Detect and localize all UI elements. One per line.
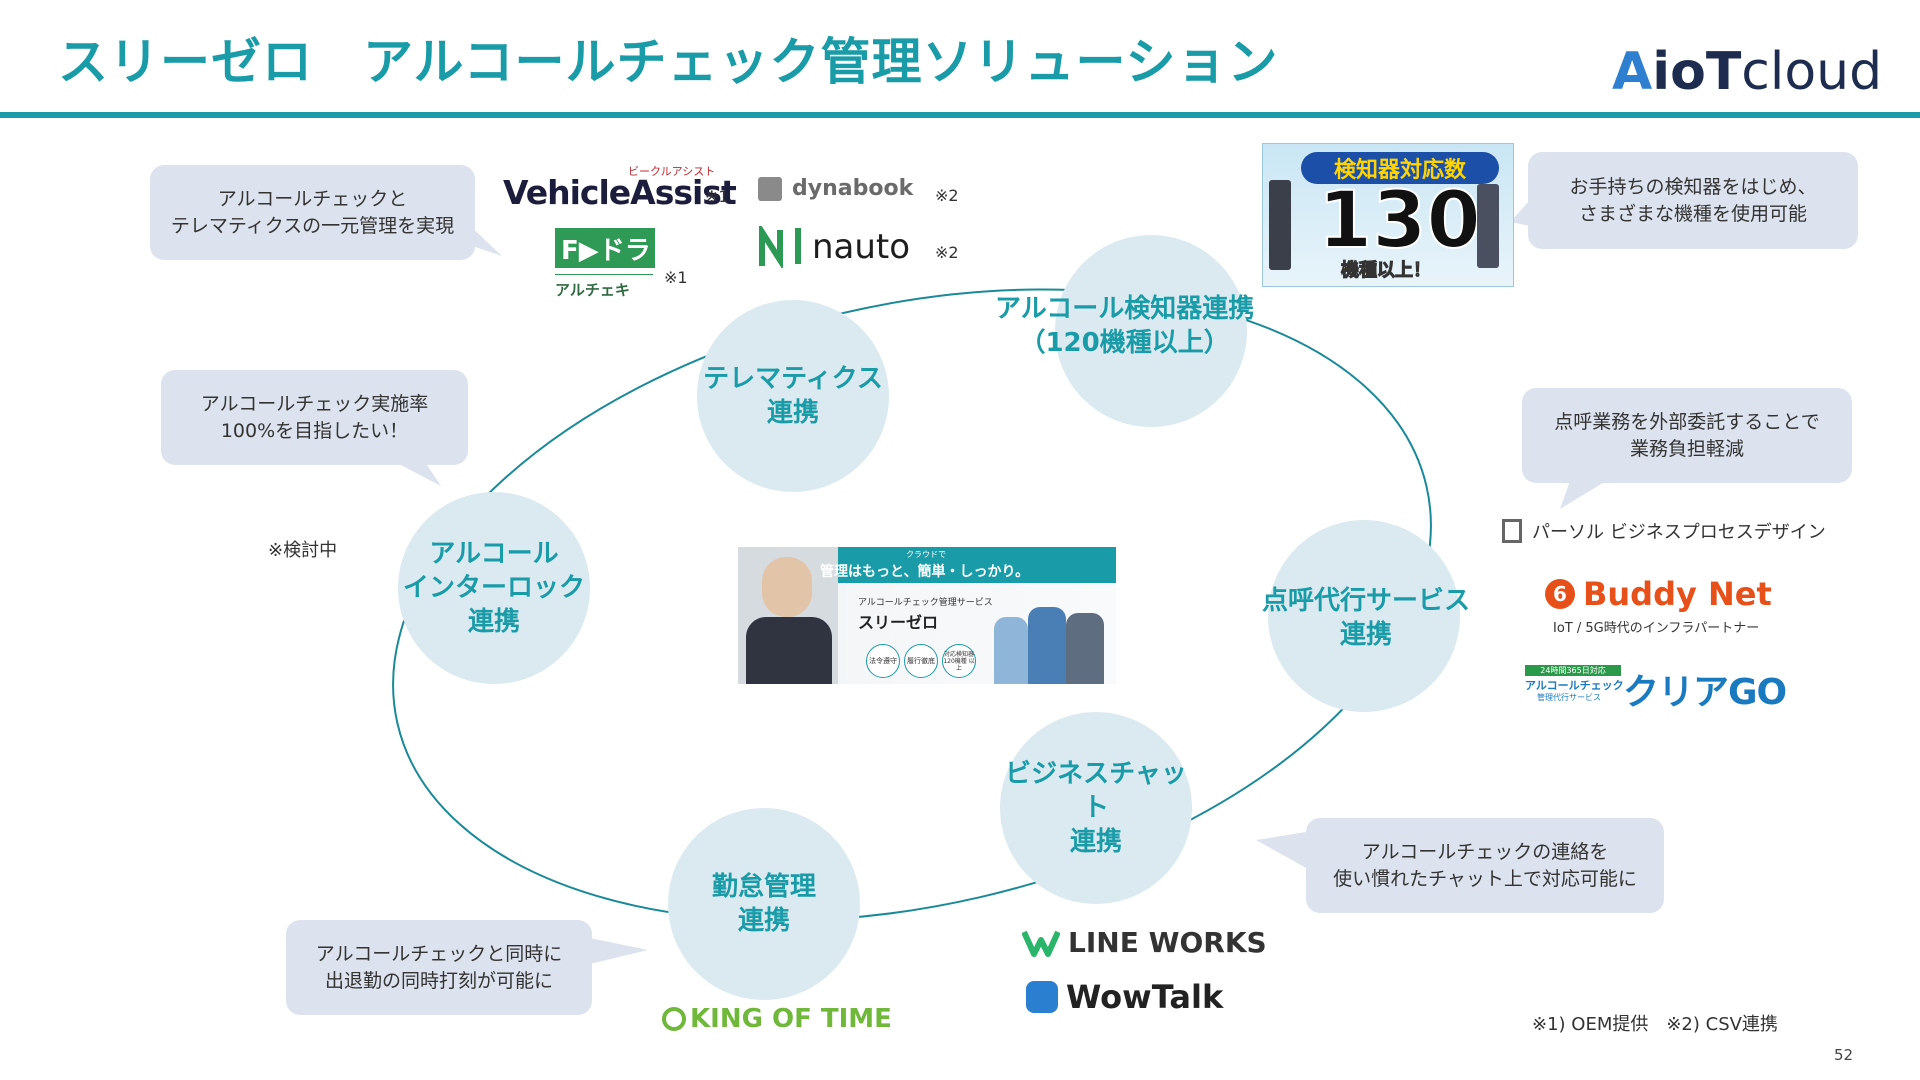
under-review-note: ※検討中 [268,540,338,561]
node-telematics[interactable]: テレマティクス 連携 [697,300,889,492]
bubble-tail [1560,481,1606,509]
bubble-tail [395,462,441,486]
page-number: 52 [1834,1046,1854,1064]
node-chat[interactable]: ビジネスチャット 連携 [1000,712,1192,904]
node-interlock[interactable]: アルコール インターロック 連携 [398,492,590,684]
buddy-net-logo: 6 Buddy Net IoT / 5G時代のインフラパートナー [1545,575,1772,636]
header-divider [0,112,1920,118]
dynabook-logo: dynabook [758,176,913,201]
node-roll-call-label: 点呼代行サービス 連携 [1262,586,1471,650]
bubble-roll-call: 点呼業務を外部委託することで 業務負担軽減 [1522,388,1852,483]
line-works-logo: LINE WORKS [1022,926,1267,959]
person-image [738,547,838,684]
three-zero-banner: クラウドで 管理はもっと、簡単・しっかり。 アルコールチェック管理サービス スリ… [738,547,1116,684]
bubble-tail [1510,200,1530,226]
bubble-tail [466,222,502,256]
wowtalk-icon [1026,981,1058,1013]
mark-csv-2: ※2 [935,243,959,262]
bubble-tail [590,938,648,964]
staff-illustration [994,599,1106,684]
dynabook-icon [758,176,782,201]
vehicle-assist-logo: ビークルアシスト VehicleAssist [503,165,737,212]
line-works-icon [1022,930,1060,957]
bubble-telematics: アルコールチェックと テレマティクスの一元管理を実現 [150,165,475,260]
mark-csv-1: ※2 [935,186,959,205]
node-detector[interactable] [1055,235,1247,427]
king-of-time-logo: KING OF TIME [662,1004,892,1034]
mark-oem-1: ※1 [705,187,729,206]
detector-count-badge: 検知器対応数 130 機種以上！ [1262,143,1514,287]
persol-icon [1502,519,1522,543]
bubble-tail [1256,832,1306,868]
node-attendance[interactable]: 勤怠管理 連携 [668,808,860,1000]
buddy-net-icon: 6 [1545,579,1575,609]
clear-go-logo: 24時間365日対応 アルコールチェック 管理代行サービス クリアGO [1525,665,1787,713]
bubble-attendance: アルコールチェックと同時に 出退勤の同時打刻が可能に [286,920,592,1015]
page-title: スリーゼロアルコールチェック管理ソリューション [58,22,1279,94]
wowtalk-logo: WowTalk [1026,978,1223,1016]
nauto-icon [759,226,801,268]
footnote: ※1) OEM提供 ※2) CSV連携 [1532,1014,1778,1035]
title-sub: アルコールチェック管理ソリューション [363,33,1279,91]
node-detector-label: アルコール検知器連携 （120機種以上） [995,294,1255,358]
mark-oem-2: ※1 [664,268,688,287]
f-dora-logo: F▶ドラ アルチェキ [555,228,655,300]
clock-icon [662,1007,686,1031]
bubble-detector: お手持ちの検知器をはじめ、 さまざまな機種を使用可能 [1528,152,1858,249]
title-main: スリーゼロ [58,33,313,91]
persol-logo: パーソル ビジネスプロセスデザイン [1502,518,1826,544]
aiot-cloud-logo: AioTcloud [1612,42,1883,102]
node-roll-call[interactable] [1268,520,1460,712]
bubble-chat: アルコールチェックの連絡を 使い慣れたチャット上で対応可能に [1306,818,1664,913]
nauto-logo: nauto [758,226,910,268]
bubble-rate: アルコールチェック実施率 100%を目指したい！ [161,370,468,465]
